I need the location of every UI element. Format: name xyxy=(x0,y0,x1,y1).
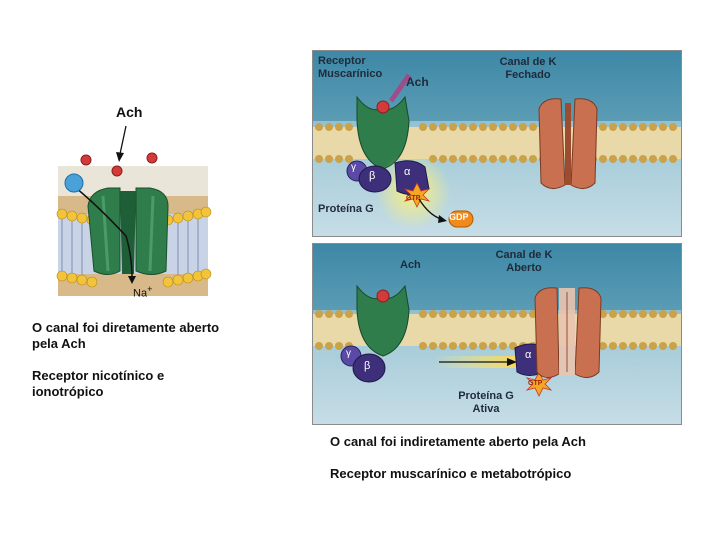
left-caption-line-1: O canal foi diretamente aberto xyxy=(32,320,220,335)
left-caption-line-4: ionotrópico xyxy=(32,384,104,399)
top-panel xyxy=(312,50,682,237)
right-caption: O canal foi indiretamente aberto pela Ac… xyxy=(330,434,710,482)
ach-arrival-trail xyxy=(388,73,412,103)
left-caption-line-3: Receptor nicotínico e xyxy=(32,368,165,383)
arrowhead-icon xyxy=(507,358,517,366)
ach-molecule xyxy=(376,289,390,303)
right-caption-line-1: O canal foi indiretamente aberto pela Ac… xyxy=(330,434,586,449)
top-receptor-label-2: Muscarínico xyxy=(318,68,383,80)
muscarinic-receptor xyxy=(356,284,410,357)
bottom-protein-label-2: Ativa xyxy=(472,403,500,415)
top-receptor-label: Receptor Muscarínico xyxy=(318,55,382,81)
bottom-ach-label: Ach xyxy=(400,259,421,271)
top-channel-label-2: Fechado xyxy=(505,69,551,81)
ach-molecule-bound xyxy=(111,165,123,177)
bottom-panel xyxy=(312,243,682,425)
ion-charge: + xyxy=(147,284,153,294)
ach-molecule xyxy=(80,154,92,166)
top-gamma-label: γ xyxy=(351,162,356,173)
bottom-channel-label: Canal de K Aberto xyxy=(492,249,556,275)
g-protein-alpha xyxy=(394,160,430,195)
ion-path-arrow xyxy=(75,187,133,279)
ach-pointer-line xyxy=(119,125,127,155)
ach-molecule xyxy=(376,100,390,114)
top-panel-illustration xyxy=(313,51,681,236)
bottom-channel-label-2: Aberto xyxy=(506,262,542,274)
left-ion-label: Na+ xyxy=(133,284,152,300)
gdp-pill xyxy=(448,210,474,228)
sodium-ion xyxy=(64,173,84,193)
top-gtp-label: GTP xyxy=(406,195,421,202)
g-protein-beta xyxy=(352,353,386,383)
arrowhead-icon xyxy=(116,152,124,162)
g-protein-beta xyxy=(358,165,392,193)
top-gdp-label: GDP xyxy=(449,212,469,222)
arrowhead-icon xyxy=(438,215,447,223)
bottom-protein-label-1: Proteína G xyxy=(458,390,514,402)
top-alpha-label: α xyxy=(404,166,411,178)
nicotinic-figure xyxy=(28,96,228,306)
bottom-gtp-label: GTP xyxy=(528,380,543,387)
ach-molecule xyxy=(146,152,158,164)
bottom-protein-label: Proteína G Ativa xyxy=(456,390,516,416)
top-beta-label: β xyxy=(369,170,376,182)
bottom-panel-illustration xyxy=(313,244,681,424)
bottom-alpha-label: α xyxy=(525,349,532,361)
top-ach-label: Ach xyxy=(406,75,429,89)
top-protein-label: Proteína G xyxy=(318,203,374,215)
top-channel-label-1: Canal de K xyxy=(499,56,557,68)
arrowhead-icon xyxy=(128,276,136,284)
gtp-star-icon xyxy=(403,182,431,208)
muscarinic-receptor xyxy=(356,95,410,170)
k-channel-closed xyxy=(538,98,598,189)
bottom-gamma-label: γ xyxy=(346,348,351,359)
right-caption-line-2: Receptor muscarínico e metabotrópico xyxy=(330,466,572,481)
gtp-star-icon xyxy=(525,371,553,397)
nicotinic-channel xyxy=(87,187,169,275)
nicotinic-illustration xyxy=(56,125,212,296)
bottom-beta-label: β xyxy=(364,360,371,372)
k-channel-open xyxy=(534,287,602,378)
bottom-channel-label-1: Canal de K xyxy=(495,249,553,261)
top-receptor-label-1: Receptor xyxy=(318,55,366,67)
ion-name: Na xyxy=(133,287,148,300)
left-caption-line-2: pela Ach xyxy=(32,336,86,351)
left-caption: O canal foi diretamente aberto pela Ach … xyxy=(32,320,262,400)
top-channel-label: Canal de K Fechado xyxy=(496,56,560,82)
left-ach-label: Ach xyxy=(116,104,143,120)
